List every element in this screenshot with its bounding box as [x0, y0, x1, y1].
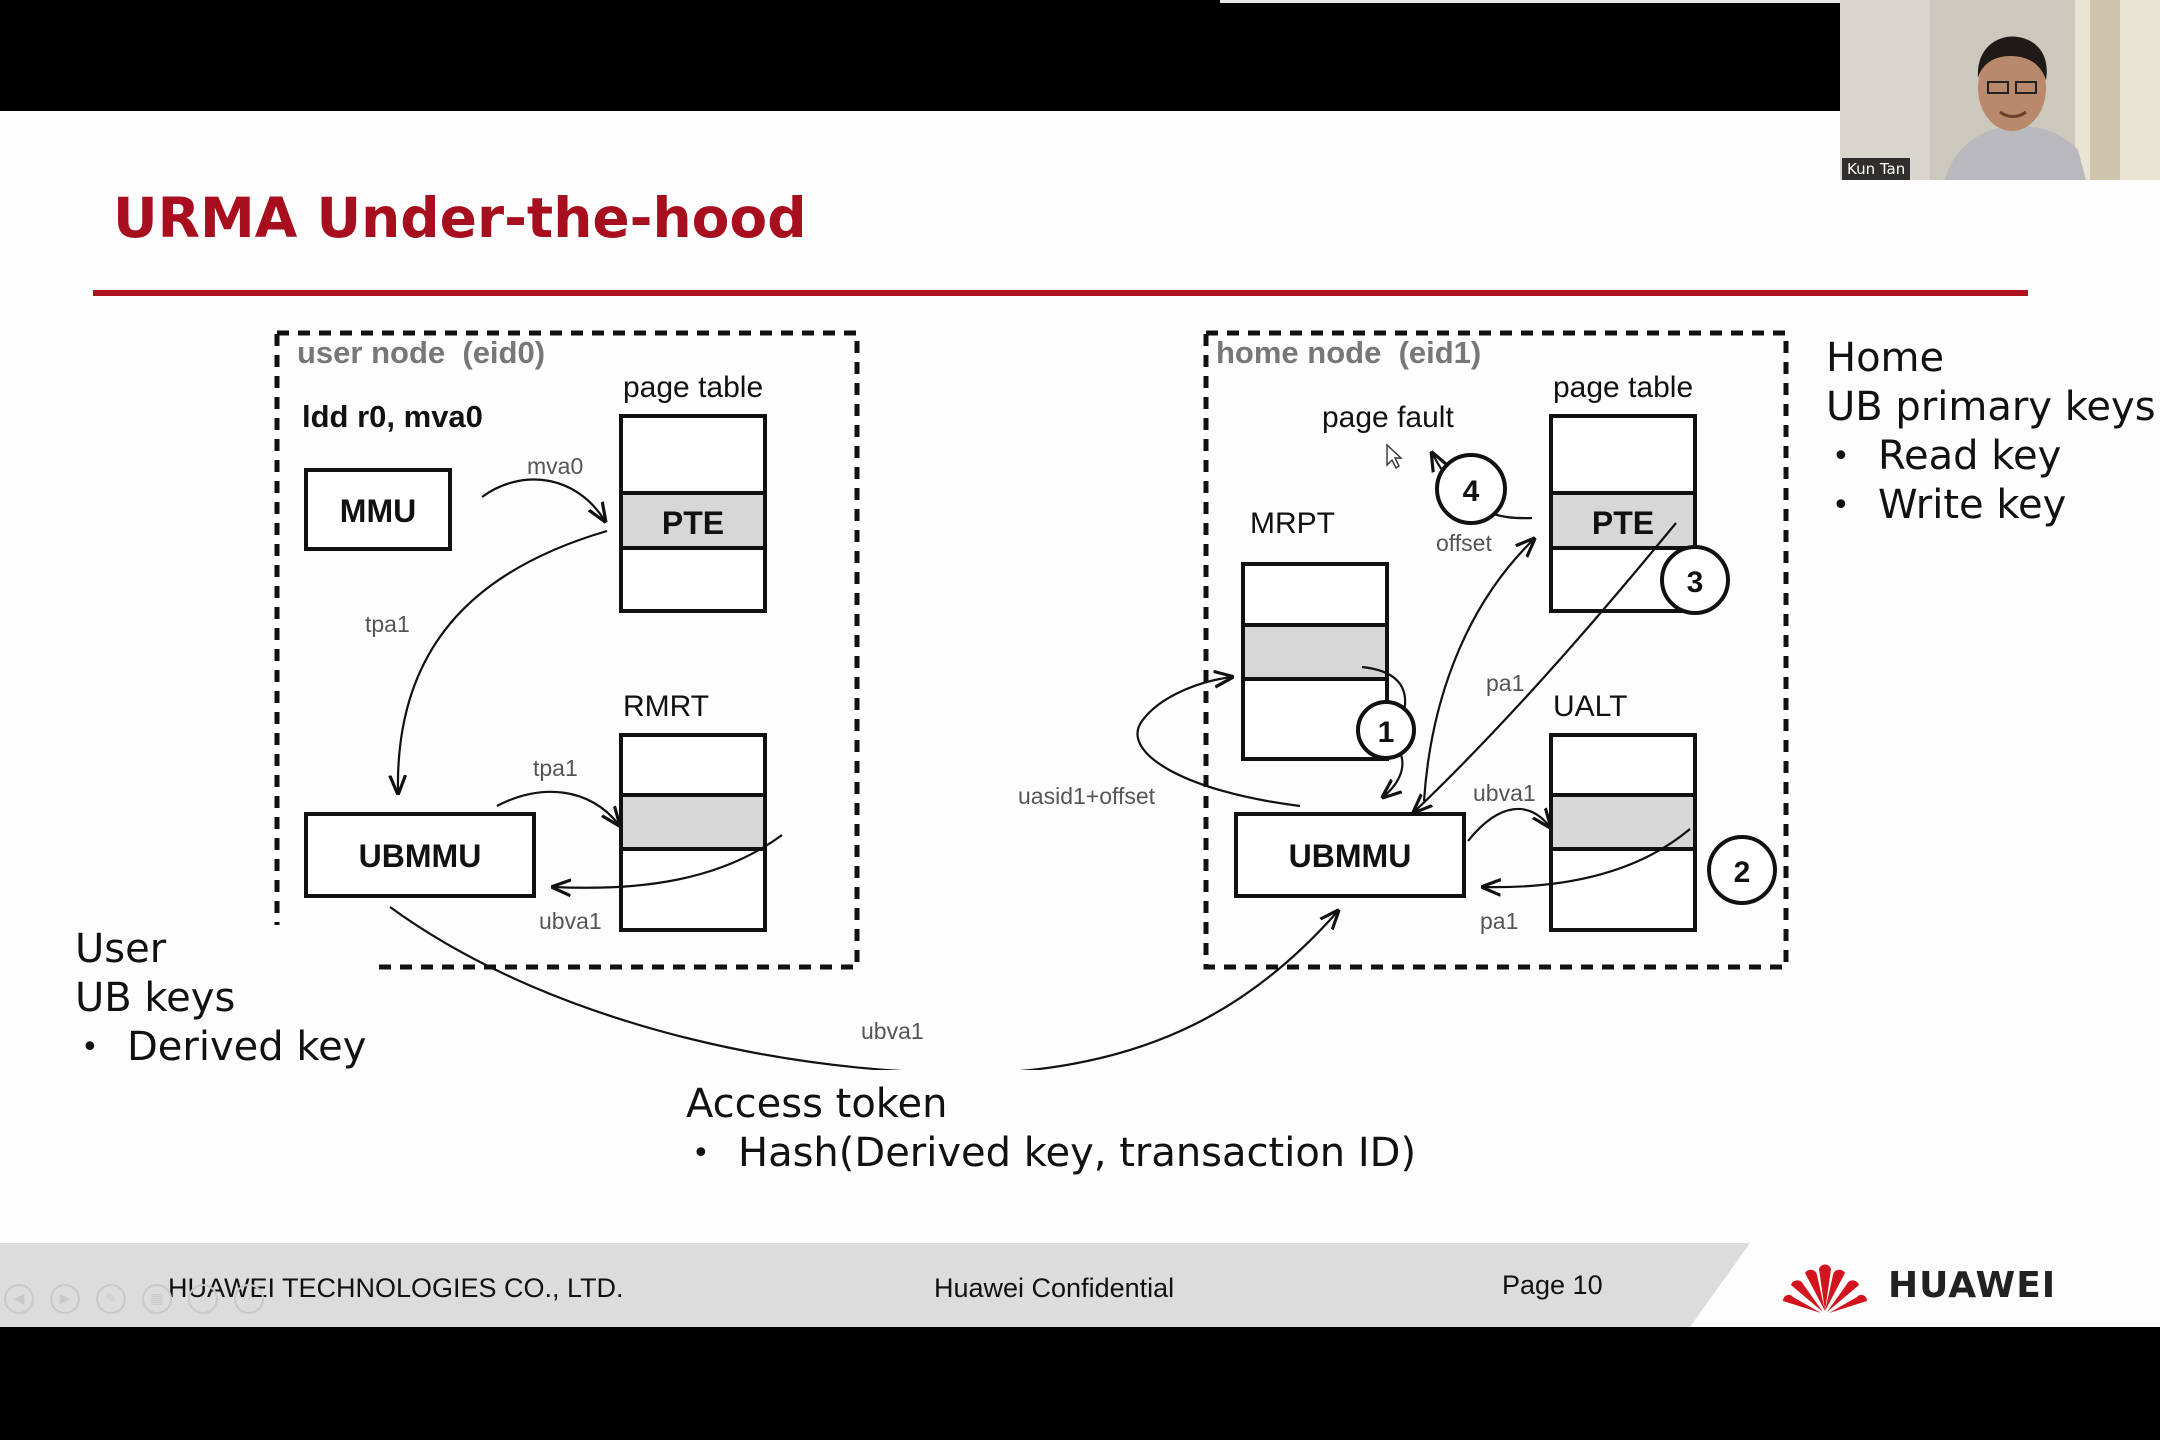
step-2-label: 2: [1734, 856, 1751, 889]
home-keys-bullet: Write key: [1826, 481, 2156, 530]
user-instruction: ldd r0, mva0: [302, 399, 483, 434]
user-mmu-box: [304, 468, 452, 551]
arrow-right-icon: ▶: [59, 1291, 71, 1307]
home-keys-line1: Home: [1826, 335, 1945, 381]
edge-pa1-bottom: pa1: [1480, 908, 1518, 934]
more-icon: ⋯: [242, 1291, 256, 1307]
participant-video-feed: [1840, 0, 2160, 180]
home-page-fault-label: page fault: [1322, 401, 1454, 434]
user-node-boundary: [274, 330, 860, 970]
user-ubmmu-label: UBMMU: [359, 838, 482, 874]
home-keys-line2: UB primary keys: [1826, 384, 2156, 430]
arrow-pte-to-ubmmu-pa1: [1414, 522, 1677, 812]
user-pte-label: PTE: [662, 505, 724, 541]
bottom-black-bar: [0, 1327, 2160, 1440]
arrow-offset-to-pte: [1422, 539, 1534, 802]
magnifier-icon: ⌕: [199, 1291, 207, 1307]
access-token-bullet: Hash(Derived key, transaction ID): [686, 1129, 1786, 1178]
home-ualt-label: UALT: [1553, 690, 1627, 723]
user-keys-line2: UB keys: [75, 975, 236, 1021]
previous-slide-button[interactable]: ◀: [4, 1284, 34, 1314]
home-pte-row: [1549, 491, 1697, 550]
user-page-table-label: page table: [623, 371, 763, 404]
home-keys-bullet: Read key: [1826, 432, 2156, 481]
step-3-label: 3: [1687, 566, 1704, 599]
pen-tool-button[interactable]: ✎: [96, 1284, 126, 1314]
participant-video-tile[interactable]: Kun Tan: [1840, 0, 2160, 180]
edge-offset: offset: [1436, 530, 1492, 556]
arrow-pte-to-ubmmu: [398, 529, 608, 793]
user-pte-row: [619, 491, 767, 550]
user-node-label: user node (eid0): [297, 335, 545, 370]
step-2-circle: [1707, 835, 1777, 905]
slide-title: URMA Under-the-hood: [113, 186, 807, 250]
home-page-table-label: page table: [1553, 371, 1693, 404]
home-pte-label: PTE: [1592, 505, 1654, 541]
home-ualt-row: [1549, 793, 1697, 851]
home-node-label: home node (eid1): [1216, 335, 1481, 370]
huawei-brand-text: HUAWEI: [1888, 1265, 2057, 1306]
next-slide-button[interactable]: ▶: [50, 1284, 80, 1314]
arrow-mmu-to-pte: [481, 478, 605, 521]
user-ubmmu-box: [304, 812, 536, 898]
user-keys-note: User UB keys Derived key: [75, 925, 377, 1072]
user-rmrt-label: RMRT: [623, 690, 709, 723]
arrow-user-to-home-ubva1: [389, 906, 1338, 1071]
more-options-button[interactable]: ⋯: [234, 1284, 264, 1314]
presentation-slide: URMA Under-the-hood user node (eid0) ldd…: [0, 111, 2160, 1327]
edge-cross-ubva1: ubva1: [861, 1018, 924, 1044]
arrow-ubmmu-to-mrpt: [1136, 677, 1301, 808]
zoom-button[interactable]: ⌕: [188, 1284, 218, 1314]
arrow-ubmmu-to-rmrt: [496, 790, 619, 825]
user-keys-line1: User: [75, 926, 167, 972]
edge-tpa1-left: tpa1: [365, 611, 410, 637]
pen-icon: ✎: [105, 1291, 117, 1307]
edge-ubva1-home: ubva1: [1473, 780, 1536, 806]
edge-uasid-offset: uasid1+offset: [1018, 783, 1156, 809]
slide-footer: HUAWEI TECHNOLOGIES CO., LTD. Huawei Con…: [0, 1243, 2160, 1327]
grid-icon: ▦: [150, 1291, 164, 1307]
presentation-controls: ◀ ▶ ✎ ▦ ⌕ ⋯: [4, 1284, 264, 1314]
home-ubmmu-box: [1234, 812, 1466, 898]
user-keys-bullet: Derived key: [75, 1023, 366, 1072]
footer-page-number: Page 10: [1502, 1270, 1603, 1300]
access-token-note: Access token Hash(Derived key, transacti…: [686, 1070, 1786, 1178]
footer-logo-area: HUAWEI: [1690, 1243, 2160, 1327]
title-divider: [93, 290, 2028, 296]
step-4-circle: [1435, 453, 1507, 525]
arrow-ubmmu-to-ualt: [1467, 809, 1550, 842]
home-mrpt-label: MRPT: [1250, 507, 1335, 540]
slides-grid-button[interactable]: ▦: [142, 1284, 172, 1314]
home-ubmmu-label: UBMMU: [1289, 838, 1412, 874]
access-token-title: Access token: [686, 1081, 948, 1127]
step-4-label: 4: [1463, 475, 1480, 508]
step-1-label: 1: [1378, 716, 1395, 749]
edge-pa1-top: pa1: [1486, 670, 1524, 696]
huawei-logo-icon: [1783, 1264, 1867, 1313]
footer-confidential: Huawei Confidential: [934, 1273, 1175, 1303]
mouse-cursor-icon: [1386, 443, 1403, 470]
user-rmrt-row: [619, 793, 767, 851]
step-1-circle: [1356, 700, 1416, 760]
step-3-circle: [1660, 545, 1730, 615]
home-node-boundary: [1203, 330, 1789, 970]
edge-ubva1-user: ubva1: [539, 908, 602, 934]
urma-diagram: user node (eid0) ldd r0, mva0 MMU page t…: [274, 330, 1789, 1071]
arrow-left-icon: ◀: [13, 1291, 25, 1307]
top-black-bar: [0, 0, 2160, 111]
arrow-rmrt-to-ubmmu: [553, 834, 783, 888]
edge-mva0: mva0: [527, 453, 583, 479]
screen-share-indicator: [1220, 0, 1840, 3]
arrow-ualt-to-ubmmu: [1483, 828, 1691, 887]
user-mmu-label: MMU: [340, 493, 416, 529]
home-mrpt-row: [1241, 623, 1389, 681]
participant-name: Kun Tan: [1842, 158, 1911, 180]
home-keys-note: Home UB primary keys Read key Write key: [1826, 334, 2156, 530]
edge-tpa1-right: tpa1: [533, 755, 578, 781]
